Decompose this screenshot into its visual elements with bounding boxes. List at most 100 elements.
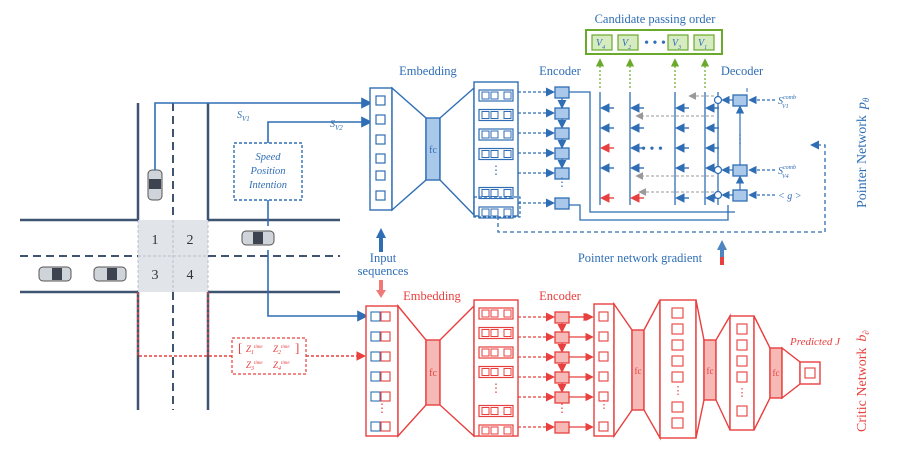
encoder-cell — [554, 311, 570, 324]
embedding-cell — [490, 91, 499, 100]
critic-cell — [736, 323, 748, 335]
critic-cell — [736, 405, 748, 417]
embedding-cell — [503, 309, 512, 318]
critic-cell — [671, 401, 684, 413]
ellipsis-text: ⋮ — [673, 385, 684, 397]
ellipsis-text: • • • — [644, 36, 666, 51]
ellipsis-text: ⋮ — [376, 401, 388, 415]
embedding-cell — [481, 426, 490, 435]
critic-trapezoid — [695, 299, 705, 439]
critic-cell — [671, 323, 684, 335]
car-icon — [93, 266, 127, 282]
svg-text:Z3time: Z3time — [246, 360, 263, 372]
critic-network-label: Critic Networkb∂ — [855, 330, 871, 432]
decoder-title: Decoder — [721, 64, 764, 78]
critic-cell — [598, 311, 609, 322]
embedding-cell — [481, 91, 490, 100]
decoder-input-g: < g > — [778, 191, 802, 202]
ellipsis-text: • • • — [641, 142, 663, 157]
candidate-node-label: V4 — [596, 38, 605, 51]
svg-text:[: [ — [238, 340, 242, 355]
encoder-cell — [554, 107, 570, 120]
embedding-cell — [490, 208, 499, 217]
fc-label: fc — [773, 368, 780, 378]
embedding-cell — [503, 348, 512, 357]
embedding-cell — [481, 208, 490, 217]
encoder-bus — [569, 91, 735, 213]
encoder-title-bottom: Encoder — [539, 289, 581, 303]
encoder-cell — [554, 147, 570, 160]
critic-column — [593, 303, 615, 437]
encoder-cell — [554, 127, 570, 140]
svg-text:Z4time: Z4time — [273, 360, 290, 372]
svg-text:Z2time: Z2time — [273, 344, 290, 356]
svg-text:]: ] — [295, 340, 299, 355]
candidate-title: Candidate passing order — [595, 12, 717, 26]
critic-trapezoid — [643, 299, 661, 441]
critic-column — [659, 299, 697, 439]
predicted-j-cell — [804, 367, 816, 379]
embedding-cell — [481, 348, 490, 357]
critic-input-red — [380, 331, 391, 342]
svg-text:fc: fc — [429, 368, 437, 379]
ellipsis-text: ⋮ — [556, 175, 568, 189]
pointer-gradient-label: Pointer network gradient — [578, 251, 703, 265]
embedding-cell — [481, 189, 490, 197]
embedding-cell — [503, 91, 512, 100]
candidate-node — [693, 34, 715, 51]
candidate-node — [591, 34, 613, 51]
pointer-network-label: Pointer Networkpθ — [855, 97, 871, 208]
critic-cell — [736, 371, 748, 383]
decoder-node — [713, 190, 723, 200]
fc-label: fc — [635, 366, 642, 376]
candidate-node — [667, 34, 689, 51]
critic-cell — [598, 391, 609, 402]
embedding-cell — [503, 130, 512, 139]
critic-input-blue — [370, 331, 381, 342]
input-paths: SV1 SV2 Speed Position Intention [ ] Z1t… — [137, 97, 373, 375]
ellipsis-text: ⋮ — [490, 381, 502, 395]
up-arrow-icon — [376, 228, 386, 252]
critic-trapezoid — [753, 315, 771, 431]
critic-cell — [598, 331, 609, 342]
embedding-cell — [503, 111, 512, 119]
critic-input-column — [365, 305, 399, 437]
candidate-node-label: V2 — [622, 38, 631, 51]
zone-label-2: 2 — [187, 233, 194, 248]
critic-cell — [598, 421, 609, 432]
embedding-cell — [481, 309, 490, 318]
critic-cell — [671, 355, 684, 367]
embedding-cell — [481, 329, 490, 337]
embedding-cell — [490, 426, 499, 435]
state-speed: Speed — [255, 152, 281, 163]
decoder-node — [713, 95, 723, 105]
embedding-cell — [503, 150, 512, 158]
input-sequences: Input sequences — [358, 228, 408, 298]
critic-cell — [671, 307, 684, 319]
predicted-j-label: Predicted J — [789, 336, 841, 348]
intersection: 1 2 3 4 — [20, 103, 340, 410]
encoder-cell — [554, 331, 570, 344]
ellipsis-text: ⋮ — [599, 399, 610, 411]
critic-input-red — [380, 371, 391, 382]
embedding-cell — [490, 189, 499, 197]
decoder-cell — [732, 189, 748, 202]
embedding-cell — [481, 150, 490, 158]
zone-time-matrix — [231, 337, 307, 375]
svg-text:Z1time: Z1time — [246, 344, 263, 356]
embedding-cell — [481, 111, 490, 119]
critic-input-red — [380, 421, 391, 432]
embedding-cell — [503, 189, 512, 197]
down-arrow-icon — [376, 280, 386, 298]
critic-cell — [736, 339, 748, 351]
decoder-node — [713, 165, 723, 175]
critic-trapezoid — [613, 301, 633, 439]
state-box — [233, 142, 303, 201]
embedding-cell — [490, 130, 499, 139]
embedding-cell — [490, 329, 499, 337]
embedding-cell — [503, 208, 512, 217]
